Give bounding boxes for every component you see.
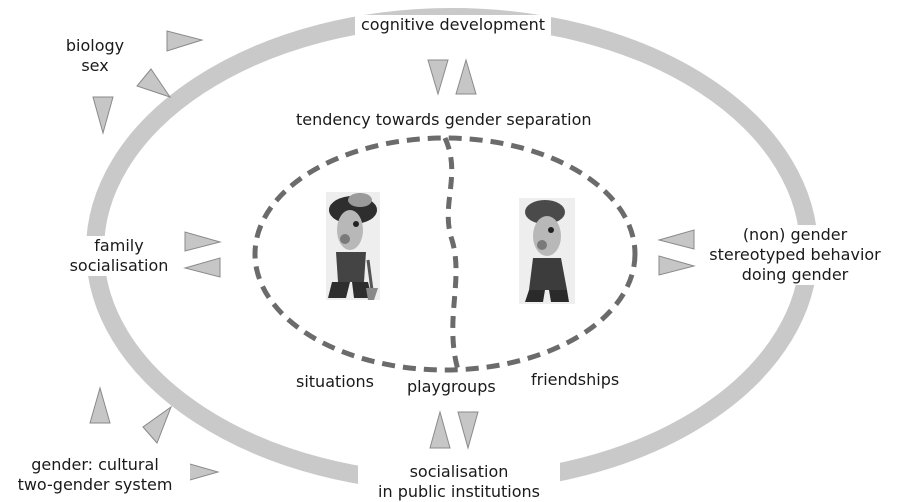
situations-text: situations [296, 372, 374, 391]
arrow-top-down [427, 59, 449, 96]
cultural-line2: two-gender system [17, 475, 173, 494]
gender-stereo-line3: doing gender [741, 265, 849, 284]
label-situations: situations [296, 372, 374, 392]
sex-text: sex [81, 56, 109, 75]
playgroups-text: playgroups [407, 377, 496, 396]
arrow-upper-left-diag [136, 68, 172, 98]
child-figure-left [326, 192, 380, 300]
arrow-stereo-right [658, 255, 696, 276]
label-cognitive-development: cognitive development [355, 15, 551, 35]
friendships-text: friendships [531, 370, 620, 389]
arrow-top-left-right [166, 30, 204, 52]
arrow-family-left [183, 257, 221, 278]
public-line1: socialisation [409, 462, 509, 481]
gender-stereo-line2: stereotyped behavior [709, 245, 881, 264]
label-gender-stereotyped: (non) gender stereotyped behavior doing … [700, 225, 890, 285]
arrow-top-up [455, 58, 477, 95]
family-text: family [94, 236, 144, 255]
arrow-lower-left-diag [142, 405, 173, 444]
label-playgroups: playgroups [407, 377, 496, 397]
label-family-socialisation: family socialisation [64, 236, 174, 276]
label-public-institutions: socialisation in public institutions [358, 462, 560, 502]
dashed-divider [442, 136, 461, 371]
arrow-bottom-down [457, 411, 479, 450]
child-figure-right [519, 198, 575, 304]
arrow-stereo-left [657, 229, 695, 250]
label-gender-separation: tendency towards gender separation [290, 110, 598, 130]
label-gender-cultural: gender: cultural two-gender system [0, 455, 190, 495]
gender-separation-text: tendency towards gender separation [296, 110, 592, 129]
public-line2: in public institutions [378, 482, 540, 501]
arrow-family-right [184, 231, 222, 252]
inner-dashed-ellipse [252, 135, 638, 373]
cultural-line1: gender: cultural [31, 455, 159, 474]
arrow-lower-left-up [89, 386, 111, 424]
family-socialisation-text: socialisation [69, 256, 169, 275]
biology-text: biology [65, 36, 125, 55]
cognitive-development-text: cognitive development [361, 15, 545, 34]
arrow-left-down [92, 96, 114, 135]
label-friendships: friendships [531, 370, 619, 390]
arrow-bottom-up [429, 410, 451, 449]
gender-stereo-line1: (non) gender [742, 225, 848, 244]
label-biology-sex: biology sex [55, 36, 135, 76]
